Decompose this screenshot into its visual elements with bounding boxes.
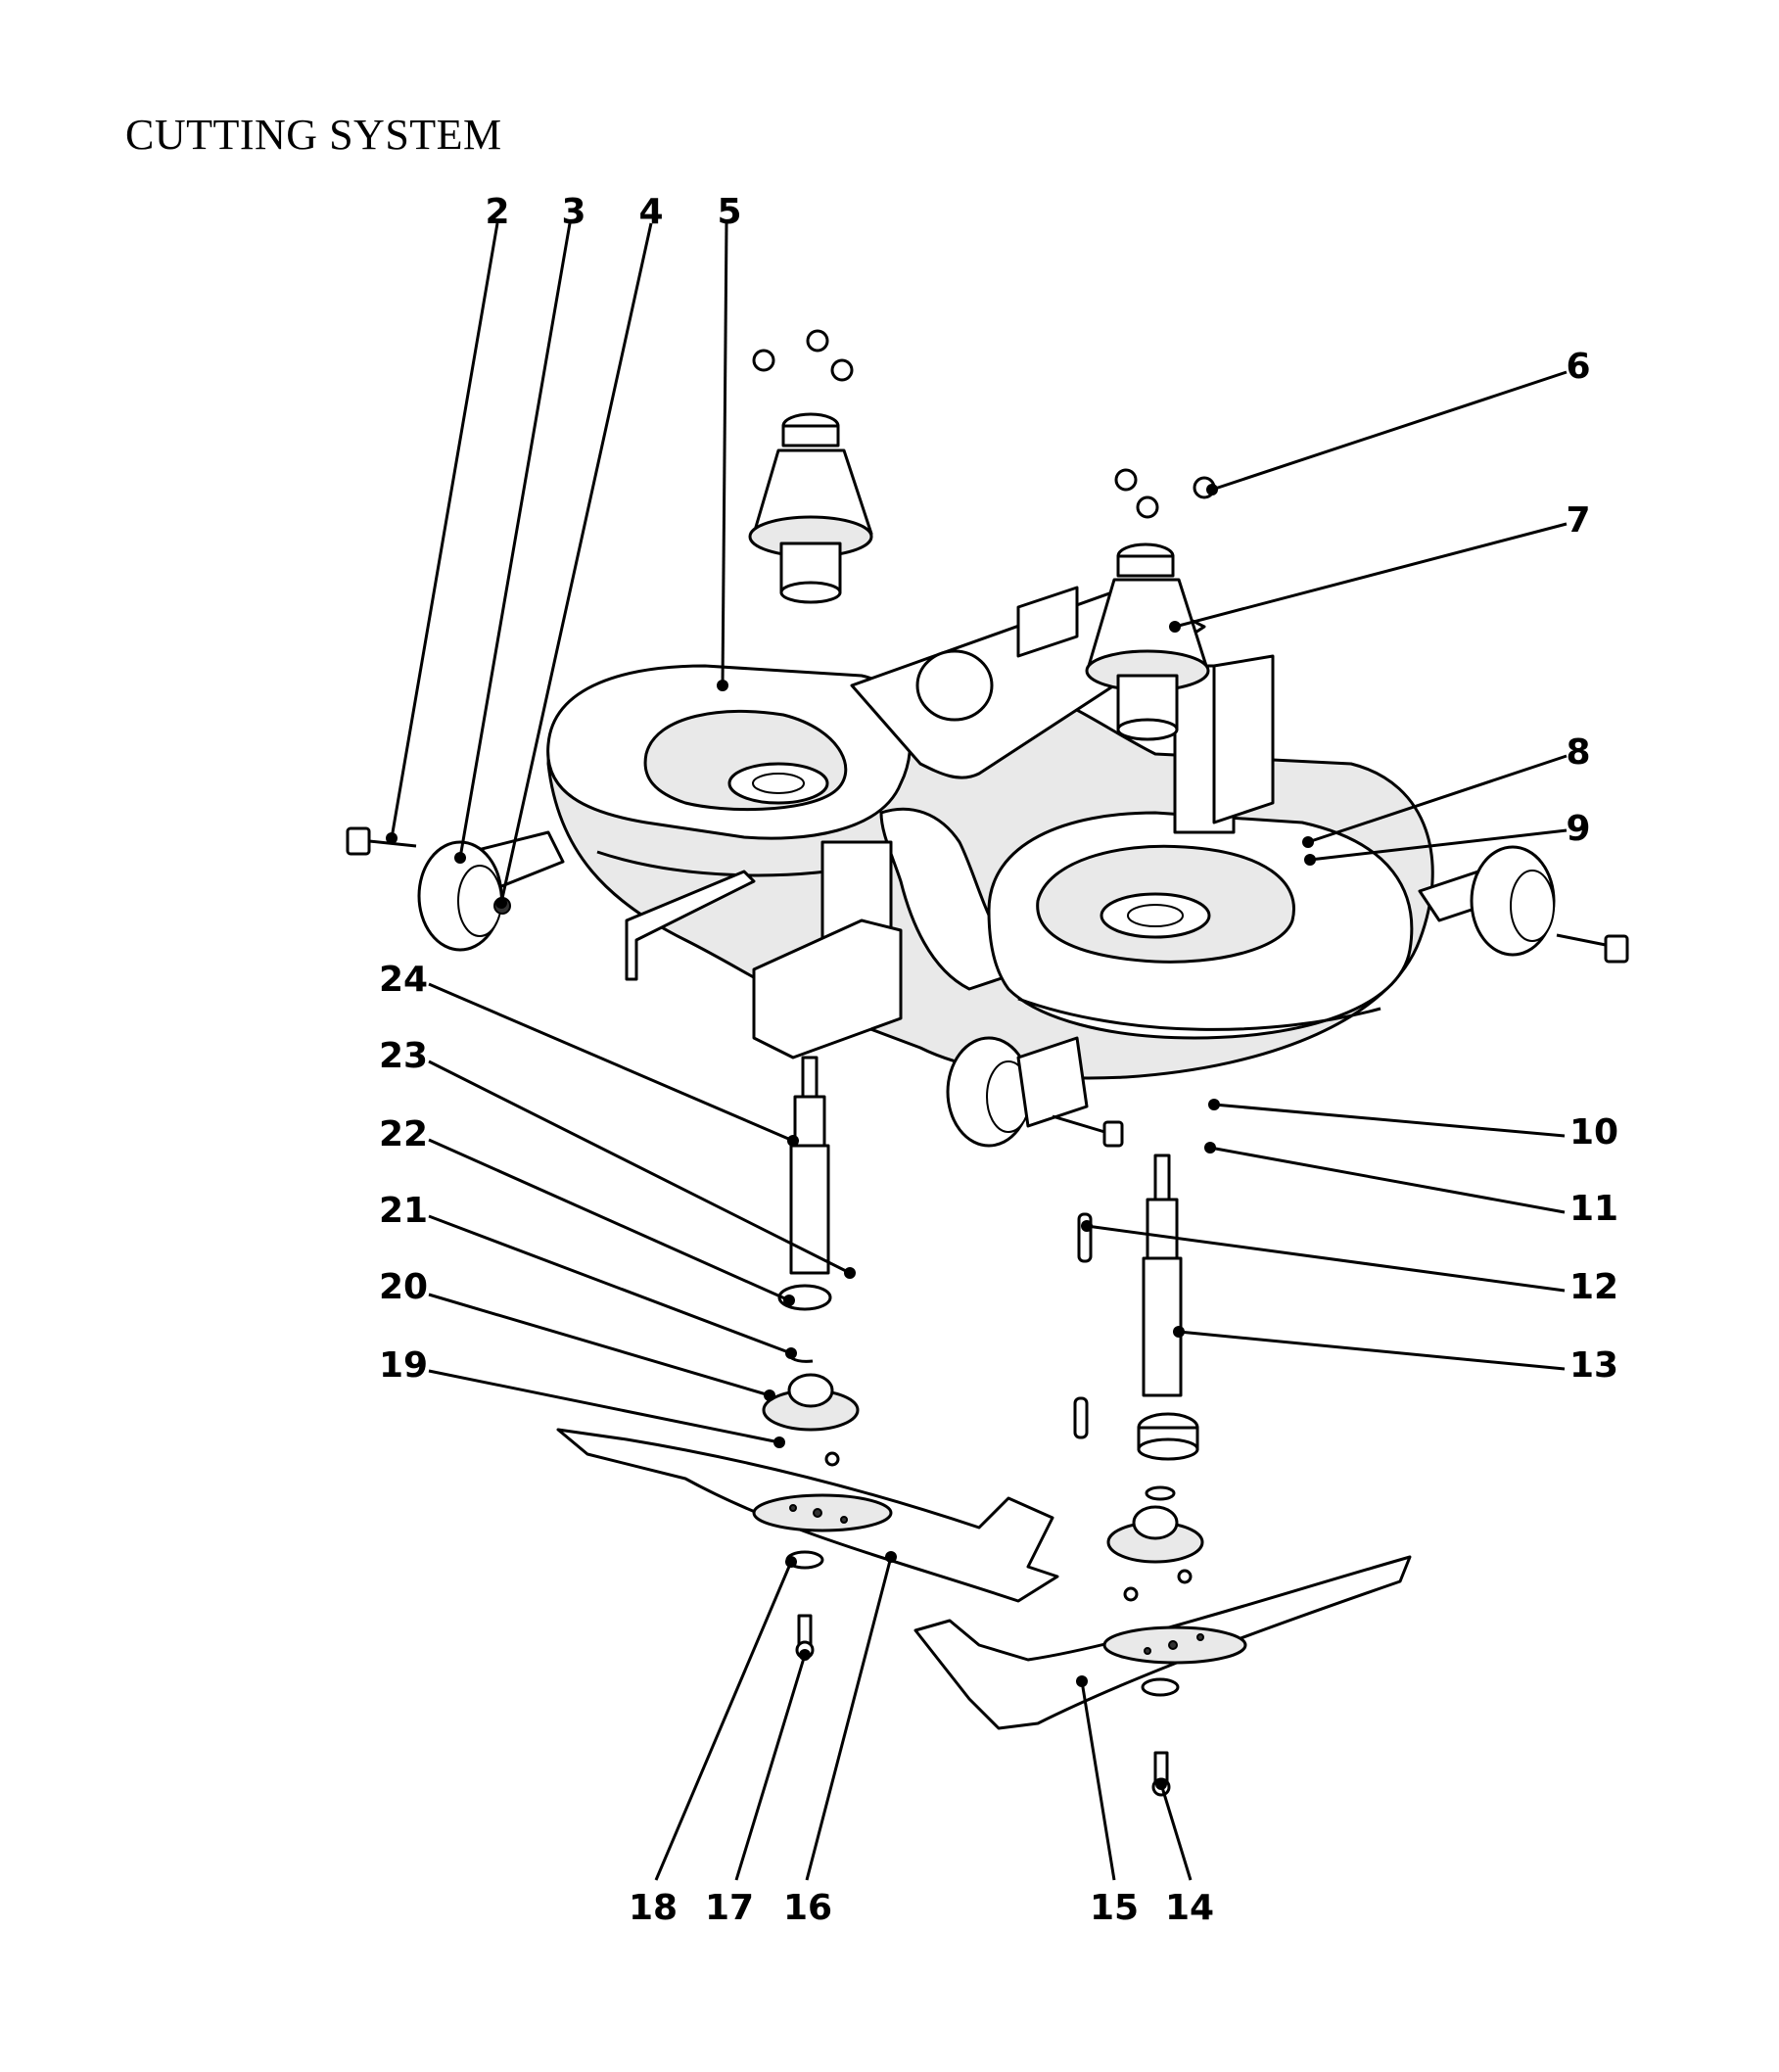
blade-right <box>913 1555 1412 1730</box>
callout-11: 11 <box>1569 1189 1618 1229</box>
callout-16: 16 <box>783 1888 832 1928</box>
callout-6: 6 <box>1566 347 1590 387</box>
callout-numbers: 2 3 4 5 6 7 8 9 10 11 12 13 14 15 16 17 … <box>379 192 1618 1928</box>
blade-left <box>556 1428 1059 1603</box>
callout-leaders <box>386 222 1568 1881</box>
callout-18: 18 <box>629 1888 678 1928</box>
callout-8: 8 <box>1566 732 1590 773</box>
callout-15: 15 <box>1090 1888 1139 1928</box>
axle-bolt-front <box>1052 1114 1124 1148</box>
callout-21: 21 <box>379 1191 428 1231</box>
callout-13: 13 <box>1569 1345 1618 1386</box>
gauge-wheel-rear <box>915 649 994 722</box>
callout-23: 23 <box>379 1036 428 1076</box>
callout-2: 2 <box>485 192 509 232</box>
callout-14: 14 <box>1165 1888 1214 1928</box>
callout-9: 9 <box>1566 809 1590 849</box>
callout-3: 3 <box>561 192 585 232</box>
callout-10: 10 <box>1569 1112 1618 1153</box>
callout-7: 7 <box>1566 500 1590 541</box>
axle-bolt-left <box>346 826 417 856</box>
callout-20: 20 <box>379 1267 428 1307</box>
callout-19: 19 <box>379 1345 428 1386</box>
spindle-shaft-left <box>789 1056 830 1275</box>
page-title: CUTTING SYSTEM <box>125 111 502 159</box>
axle-bolt-right <box>1556 933 1629 964</box>
spindle-housing-left <box>748 329 873 604</box>
gauge-wheel-front <box>946 1036 1089 1148</box>
callout-17: 17 <box>705 1888 754 1928</box>
callout-12: 12 <box>1569 1267 1618 1307</box>
spindle-housing-right <box>1085 468 1216 741</box>
callout-24: 24 <box>379 960 428 1000</box>
spindle-shaft-right <box>1142 1154 1183 1397</box>
bearing-housing-right <box>1106 1505 1204 1602</box>
callout-22: 22 <box>379 1114 428 1154</box>
small-parts <box>777 1212 1199 1501</box>
gauge-wheel-right <box>1470 845 1556 957</box>
mower-deck <box>468 586 1529 1080</box>
callout-4: 4 <box>638 192 663 232</box>
bearing-housing-left <box>762 1373 860 1467</box>
callout-5: 5 <box>717 192 741 232</box>
